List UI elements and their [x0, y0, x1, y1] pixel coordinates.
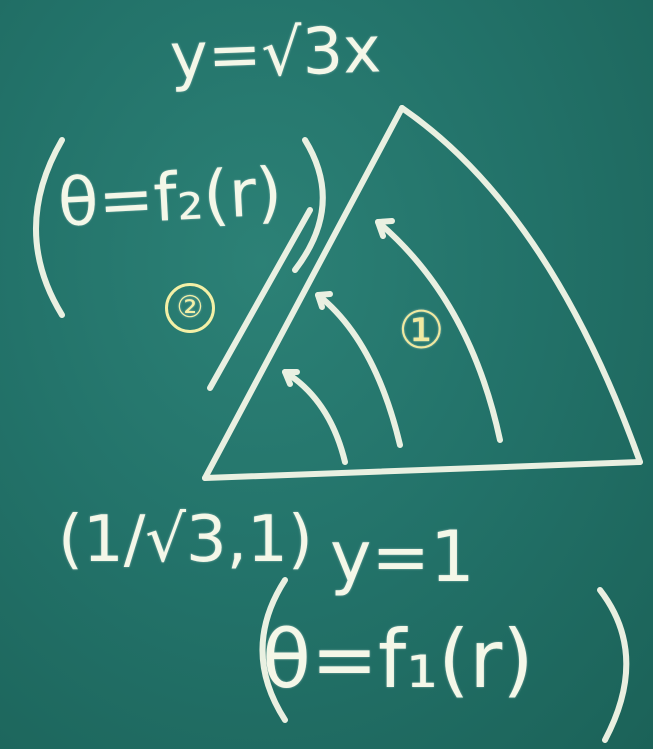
line-lower-label: y=1: [330, 516, 475, 598]
line-extension: [207, 207, 313, 391]
sweep-arrow-1: [282, 369, 348, 465]
theta-f2-label: θ=f₂(r): [56, 153, 284, 242]
paren-left-f2: [33, 137, 65, 318]
region-boundary-line-sqrt3x: [202, 105, 405, 481]
region-2-marker: ②: [165, 283, 215, 333]
paren-right-f2: [292, 137, 326, 273]
theta-f1-label: θ=f₁(r): [262, 613, 534, 706]
line-upper-label: y=√3x: [168, 13, 383, 95]
paren-left-f1: [259, 577, 288, 723]
corner-point-label: (1/√3,1): [58, 503, 313, 577]
region-boundary-line-y1: [202, 459, 643, 481]
sweep-arrow-2: [315, 292, 403, 448]
region-boundary-arc: [399, 105, 643, 465]
region-1-marker: ①: [398, 301, 445, 361]
sweep-arrow-3: [375, 219, 503, 443]
paren-right-f1: [597, 587, 630, 743]
